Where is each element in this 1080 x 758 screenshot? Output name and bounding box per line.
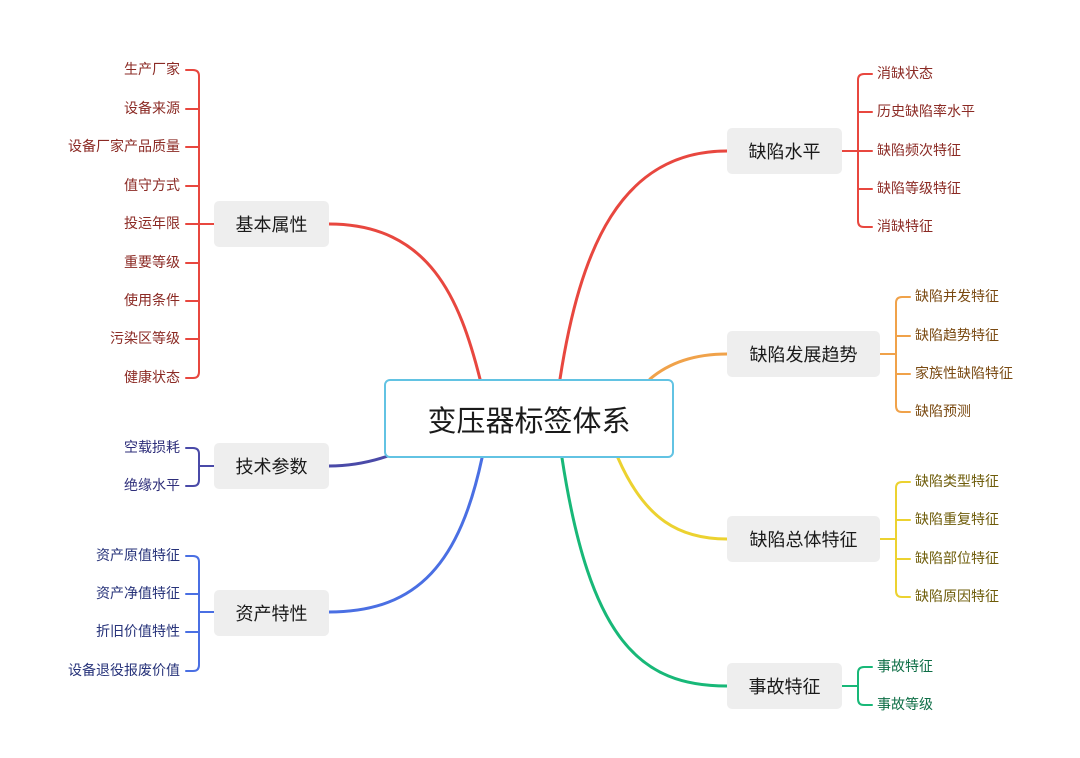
connector-main-2 [327, 456, 484, 614]
leaf-defect-frequency[interactable]: 缺陷频次特征 [877, 143, 961, 159]
leaf-asset-original-value[interactable]: 资产原值特征 [96, 548, 180, 564]
leaf-defect-type[interactable]: 缺陷类型特征 [915, 474, 999, 490]
leaf-defect-cause[interactable]: 缺陷原因特征 [915, 589, 999, 605]
leaf-defect-grade[interactable]: 缺陷等级特征 [877, 181, 961, 197]
leaf-defect-location[interactable]: 缺陷部位特征 [915, 551, 999, 567]
branch-technical-parameters[interactable]: 技术参数 [214, 443, 329, 489]
leaf-historical-defect-rate[interactable]: 历史缺陷率水平 [877, 104, 975, 120]
leaf-service-years[interactable]: 投运年限 [124, 216, 180, 232]
connector-bracket-4 [895, 296, 911, 413]
connector-main-4 [648, 352, 729, 381]
leaf-pollution-level[interactable]: 污染区等级 [110, 331, 180, 347]
branch-basic-attributes[interactable]: 基本属性 [214, 201, 329, 247]
leaf-no-load-loss[interactable]: 空载损耗 [124, 440, 180, 456]
connector-main-6 [560, 456, 729, 688]
leaf-defect-repetition[interactable]: 缺陷重复特征 [915, 512, 999, 528]
connector-main-3 [558, 149, 729, 381]
connector-bracket-1 [185, 447, 200, 487]
central-topic[interactable]: 变压器标签体系 [384, 379, 674, 458]
leaf-equipment-source[interactable]: 设备来源 [124, 101, 180, 117]
leaf-concurrent-defects[interactable]: 缺陷并发特征 [915, 289, 999, 305]
leaf-usage-conditions[interactable]: 使用条件 [124, 293, 180, 309]
leaf-health-status[interactable]: 健康状态 [124, 370, 180, 386]
connector-bracket-5 [895, 481, 911, 598]
connector-main-1 [327, 454, 390, 468]
leaf-accident-features[interactable]: 事故特征 [877, 659, 933, 675]
leaf-manufacturer[interactable]: 生产厂家 [124, 62, 180, 78]
connector-main-5 [616, 456, 729, 541]
leaf-duty-mode[interactable]: 值守方式 [124, 178, 180, 194]
branch-asset-characteristics[interactable]: 资产特性 [214, 590, 329, 636]
branch-defect-overall[interactable]: 缺陷总体特征 [727, 516, 880, 562]
leaf-insulation-level[interactable]: 绝缘水平 [124, 478, 180, 494]
leaf-importance-level[interactable]: 重要等级 [124, 255, 180, 271]
leaf-accident-level[interactable]: 事故等级 [877, 697, 933, 713]
connector-bracket-2 [185, 555, 200, 672]
leaf-asset-net-value[interactable]: 资产净值特征 [96, 586, 180, 602]
branch-defect-level[interactable]: 缺陷水平 [727, 128, 842, 174]
leaf-defect-prediction[interactable]: 缺陷预测 [915, 404, 971, 420]
branch-defect-trend[interactable]: 缺陷发展趋势 [727, 331, 880, 377]
leaf-retirement-value[interactable]: 设备退役报废价值 [68, 663, 180, 679]
connector-main-0 [327, 222, 482, 381]
connector-bracket-6 [857, 666, 873, 706]
leaf-depreciation-value[interactable]: 折旧价值特性 [96, 624, 180, 640]
leaf-family-defects[interactable]: 家族性缺陷特征 [915, 366, 1013, 382]
leaf-elimination-status[interactable]: 消缺状态 [877, 66, 933, 82]
leaf-product-quality[interactable]: 设备厂家产品质量 [68, 139, 180, 155]
branch-accident-features[interactable]: 事故特征 [727, 663, 842, 709]
leaf-elimination-features[interactable]: 消缺特征 [877, 219, 933, 235]
leaf-defect-trend[interactable]: 缺陷趋势特征 [915, 328, 999, 344]
